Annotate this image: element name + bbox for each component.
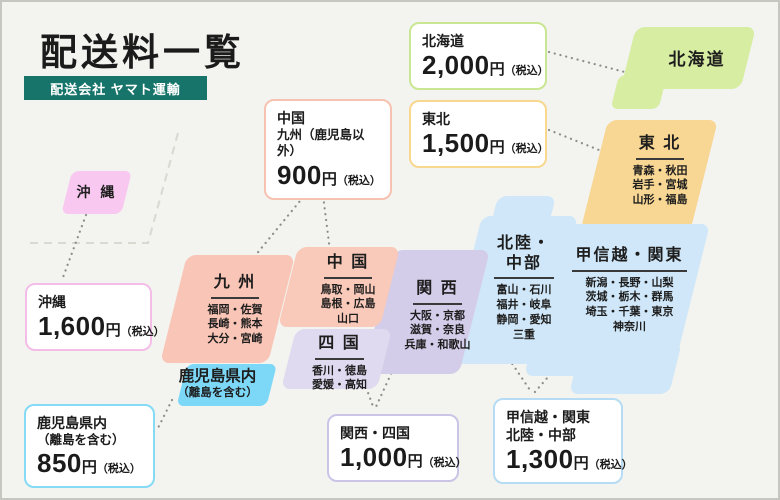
price-unit: 円 <box>81 459 97 477</box>
prefecture-list-line: 山形・福島 <box>632 194 688 207</box>
region-title: 沖 縄 <box>76 184 118 200</box>
price-text: 1,000円（税込） <box>340 442 467 473</box>
price-amount: 900 <box>277 159 322 190</box>
prefecture-list-line: 島根・広島 <box>320 298 376 311</box>
prefecture-list-line: 鳥取・岡山 <box>320 283 376 296</box>
prefecture-list-line: 神奈川 <box>613 321 646 334</box>
prefecture-list-line: 山口 <box>337 313 359 326</box>
prefecture-list-line: 福岡・佐賀 <box>207 303 263 316</box>
prefecture-list-line: 愛媛・高知 <box>312 379 367 392</box>
price-callout-kagoshima: 鹿児島県内 （離島を含む） 850円（税込） <box>24 404 155 489</box>
price-amount: 2,000 <box>422 50 490 81</box>
region-label-hokuriku-chubu: 北陸・ 中部 富山・石川 福井・岐阜 静岡・愛知 三重 <box>474 234 574 342</box>
price-unit: 円 <box>407 453 423 471</box>
price-amount: 1,600 <box>38 311 106 342</box>
region-title: 中 国 <box>323 252 373 279</box>
region-title: 関 西 <box>413 278 462 305</box>
price-callout-chugoku-kyushu: 中国 九州（鹿児島以外） 900円（税込） <box>264 99 392 200</box>
price-callout-kansai-shikoku: 関西・四国 1,000円（税込） <box>327 414 467 483</box>
prefecture-list-line: 新潟・長野・山梨 <box>585 276 674 289</box>
price-unit: 円 <box>489 139 505 157</box>
page-title: 配送料一覧 <box>40 32 245 73</box>
region-label-kansai: 関 西 大阪・京都 滋賀・奈良 兵庫・和歌山 <box>390 278 485 353</box>
callout-region-name: 沖縄 <box>38 294 66 310</box>
tax-included-note: （税込） <box>504 65 549 78</box>
region-title: 四 国 <box>315 333 364 360</box>
tax-included-note: （税込） <box>588 459 633 472</box>
tax-included-note: （税込） <box>120 326 165 339</box>
region-label-koshinetsu-kanto: 甲信越・関東 新潟・長野・山梨 茨城・栃木・群馬 埼玉・千葉・東京 神奈川 <box>547 245 712 335</box>
prefecture-list-line: 兵庫・和歌山 <box>404 339 471 352</box>
price-unit: 円 <box>573 455 589 473</box>
price-callout-hokkaido: 北海道 2,000円（税込） <box>409 22 549 91</box>
callout-region-name: 関西・四国 <box>340 425 410 441</box>
tax-included-note: （税込） <box>422 457 467 470</box>
region-label-hokkaido: 北海道 <box>642 49 752 74</box>
callout-region-name: 鹿児島県内 <box>37 415 107 431</box>
price-text: 850円（税込） <box>37 448 142 479</box>
region-title-line2: 中部 <box>505 255 542 272</box>
callout-region-name: 甲信越・関東 <box>506 409 590 425</box>
region-title: 北海道 <box>668 50 726 69</box>
prefecture-list-line: 長崎・熊本 <box>207 318 263 331</box>
price-text: 1,300円（税込） <box>506 444 633 475</box>
prefecture-list-line: 富山・石川 <box>496 284 552 296</box>
callout-region-name-2: （離島を含む） <box>37 433 125 448</box>
region-shape-blue-step-bottom <box>569 342 682 394</box>
prefecture-list-line: 大阪・京都 <box>410 309 465 322</box>
callout-region-name-2: 九州（鹿児島以外） <box>277 128 365 159</box>
prefecture-list-line: 三重 <box>513 328 535 341</box>
tax-included-note: （税込） <box>504 143 549 156</box>
callout-region-name: 東北 <box>422 111 450 127</box>
price-callout-tohoku: 東北 1,500円（税込） <box>409 100 549 169</box>
prefecture-list-line: 岩手・宮城 <box>632 179 688 192</box>
region-label-shikoku: 四 国 香川・徳島 愛媛・高知 <box>292 333 387 393</box>
price-callout-okinawa: 沖縄 1,600円（税込） <box>25 283 165 352</box>
region-title-line1: 北陸・ <box>496 235 551 252</box>
prefecture-list-line: 茨城・栃木・群馬 <box>585 291 674 304</box>
callout-region-name-2: 北陸・中部 <box>506 427 576 444</box>
connector-hokkaido <box>547 50 638 77</box>
prefecture-list-line: 大分・宮崎 <box>207 333 263 346</box>
price-text: 1,600円（税込） <box>38 311 165 342</box>
prefecture-list-line: 青森・秋田 <box>632 164 688 177</box>
connector-okinawa <box>60 213 88 282</box>
price-unit: 円 <box>489 61 505 79</box>
callout-region-name: 北海道 <box>422 33 464 49</box>
callout-region-name: 中国 <box>277 110 305 126</box>
tax-included-note: （税込） <box>96 463 141 476</box>
prefecture-list-line: 滋賀・奈良 <box>410 324 465 337</box>
region-title: 鹿児島県内 <box>178 368 257 385</box>
price-unit: 円 <box>321 170 337 188</box>
price-amount: 1,500 <box>422 128 490 159</box>
region-label-chugoku: 中 国 鳥取・岡山 島根・広島 山口 <box>298 252 398 327</box>
region-title: 九 州 <box>210 272 260 299</box>
prefecture-list-line: 香川・徳島 <box>312 364 367 377</box>
region-label-kyushu: 九 州 福岡・佐賀 長崎・熊本 大分・宮崎 <box>185 272 285 347</box>
prefecture-list-line: 福井・岐阜 <box>496 298 552 311</box>
price-text: 2,000円（税込） <box>422 50 549 81</box>
tax-included-note: （税込） <box>336 174 381 187</box>
region-label-tohoku: 東 北 青森・秋田 岩手・宮城 山形・福島 <box>610 133 710 208</box>
connector-kagoshima <box>155 398 174 432</box>
region-shape-hokkaido-tail <box>610 75 667 109</box>
region-title: 甲信越・関東 <box>572 245 687 272</box>
region-title: 東 北 <box>635 133 685 160</box>
region-subtitle: （離島を含む） <box>177 386 258 399</box>
prefecture-list-line: 埼玉・千葉・東京 <box>585 306 674 319</box>
price-text: 900円（税込） <box>277 159 381 191</box>
region-label-okinawa: 沖 縄 <box>66 182 128 204</box>
prefecture-list-line: 静岡・愛知 <box>496 313 552 326</box>
carrier-badge: 配送会社 ヤマト運輸 <box>24 76 207 100</box>
price-amount: 1,000 <box>340 442 408 473</box>
price-callout-koshinetsu-hokuriku: 甲信越・関東 北陸・中部 1,300円（税込） <box>493 398 633 485</box>
price-amount: 1,300 <box>506 444 574 475</box>
price-unit: 円 <box>105 322 121 340</box>
price-amount: 850 <box>37 448 82 479</box>
region-label-kagoshima: 鹿児島県内 （離島を含む） <box>170 368 265 400</box>
price-text: 1,500円（税込） <box>422 128 549 159</box>
